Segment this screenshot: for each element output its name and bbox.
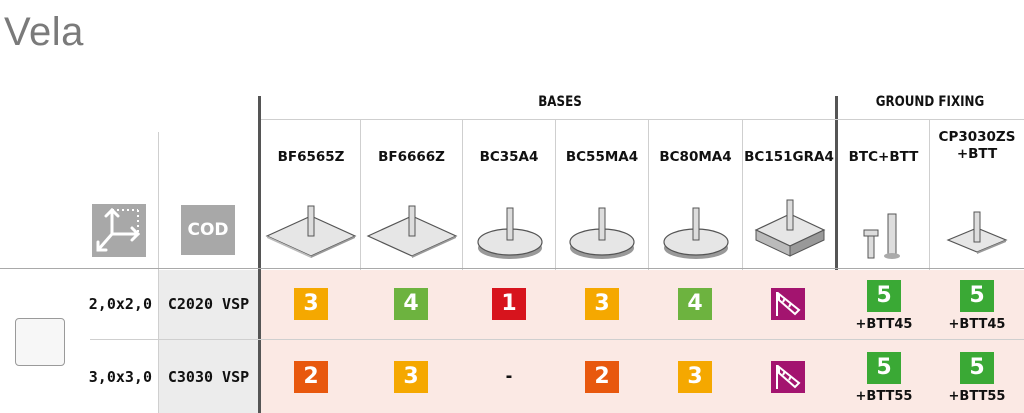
column-header-line: CP3030ZS (938, 129, 1016, 145)
col-divider (648, 120, 649, 413)
column-header-cp3030zs: CP3030ZS +BTT (930, 129, 1024, 163)
col-divider (360, 120, 361, 413)
col-divider (462, 120, 463, 413)
rating-badge: 4 (678, 288, 712, 320)
col-divider (158, 132, 159, 413)
code-column (159, 270, 258, 413)
ground-plate-icon (946, 211, 1008, 254)
group-ground-fixing: GROUND FIXING (875, 94, 985, 110)
rating-badge: 4 (394, 288, 428, 320)
rating-badge: 3 (678, 361, 712, 393)
base-plate-icon (366, 205, 458, 258)
addon-label: +BTT55 (948, 389, 1006, 404)
sail-shape-icon (15, 318, 65, 366)
product-code: C3030 VSP (167, 368, 250, 386)
windsock-icon (771, 361, 805, 393)
column-header-bc55ma4: BC55MA4 (565, 149, 639, 165)
base-block-icon (754, 199, 826, 257)
ground-fixing-icon (863, 213, 900, 259)
column-header-line: +BTT (956, 146, 998, 162)
addon-label: +BTT45 (948, 317, 1006, 332)
col-divider (929, 120, 930, 413)
col-divider (742, 120, 743, 413)
addon-label: +BTT55 (855, 389, 913, 404)
base-plate-icon (265, 205, 357, 258)
dimensions-icon (92, 204, 146, 257)
column-header-bc151gra4: BC151GRA4 (744, 149, 834, 165)
column-header-bf6666z: BF6666Z (378, 149, 445, 165)
base-round-icon (569, 207, 635, 259)
section-divider-bases (258, 96, 261, 413)
rating-badge: 5 (867, 280, 901, 312)
group-bases: BASES (538, 94, 582, 110)
rating-badge: 3 (585, 288, 619, 320)
column-header-bc80ma4: BC80MA4 (659, 149, 732, 165)
group-header-divider (261, 119, 1024, 120)
not-available: - (505, 366, 513, 387)
column-header-btc-btt: BTC+BTT (848, 149, 919, 165)
col-divider (555, 120, 556, 413)
column-header-bc35a4: BC35A4 (479, 149, 539, 165)
rating-badge: 3 (394, 361, 428, 393)
column-header-bf6565z: BF6565Z (277, 149, 345, 165)
addon-label: +BTT45 (855, 317, 913, 332)
cod-label: COD (181, 205, 235, 255)
rating-badge: 5 (960, 352, 994, 384)
windsock-icon (771, 288, 805, 320)
page-title: Vela (4, 10, 84, 54)
size-label: 2,0x2,0 (88, 295, 152, 313)
size-label: 3,0x3,0 (88, 368, 152, 386)
rating-badge: 3 (294, 288, 328, 320)
rating-badge: 5 (960, 280, 994, 312)
rating-badge: 5 (867, 352, 901, 384)
base-round-icon (663, 207, 729, 259)
table-divider (0, 268, 1024, 269)
rating-badge: 2 (294, 361, 328, 393)
rating-badge: 1 (492, 288, 526, 320)
row-divider (90, 339, 1024, 340)
section-divider-ground-fixing (835, 96, 838, 413)
product-code: C2020 VSP (167, 295, 250, 313)
rating-badge: 2 (585, 361, 619, 393)
base-round-icon (477, 207, 543, 259)
